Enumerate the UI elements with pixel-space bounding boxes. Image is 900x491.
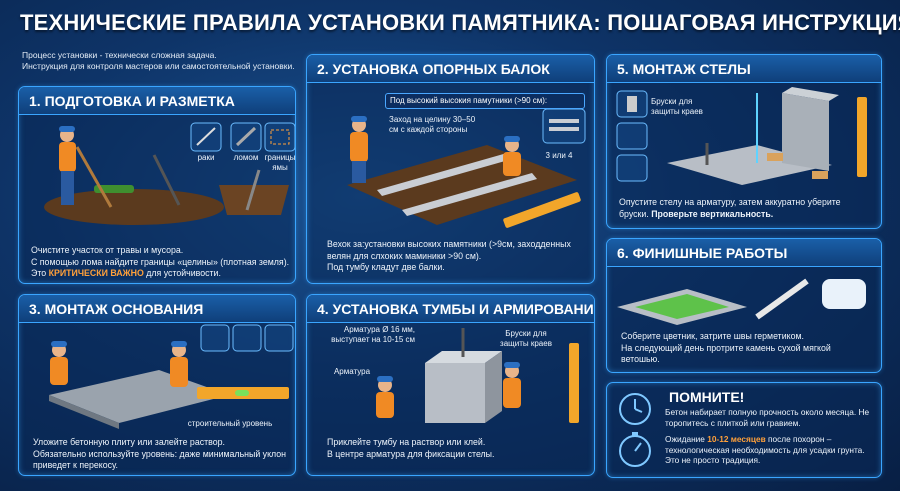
material-box-1 xyxy=(200,324,230,352)
remember-text-b2: после похорон – технологическая необходи… xyxy=(665,434,865,465)
step-6-text: Соберите цветник, затрите швы герметиком… xyxy=(621,331,871,366)
step-3-text-a: Уложите бетонную плиту или залейте раств… xyxy=(33,437,225,447)
step-5-panel: 5. МОНТАЖ СТЕЛЫ Бруски для защиты краев … xyxy=(606,54,882,229)
step-4-illustration xyxy=(376,328,579,423)
step-4-title: 4. УСТАНОВКА ТУМБЫ И АРМИРОВАНИЕ xyxy=(307,295,594,323)
worker-f-body xyxy=(503,378,521,408)
step-6-panel: 6. ФИНИШНЫЕ РАБОТЫ Соберите цветник, зат… xyxy=(606,238,882,373)
step-1-illustration xyxy=(44,122,295,225)
step-4-text: Приклейте тумбу на раствор или клей. В ц… xyxy=(327,437,589,460)
step-1-panel: 1. ПОДГОТОВКА И РАЗМЕТКА раки ломом гран… xyxy=(18,86,296,284)
step-2-title: 2. УСТАНОВКА ОПОРНЫХ БАЛОК xyxy=(307,55,594,83)
remember-text: Бетон набирает полную прочность около ме… xyxy=(665,407,877,466)
step-1-text-a: Очистите участок от травы и мусора. xyxy=(31,245,184,255)
remember-text-b1: Ожидание xyxy=(665,434,708,444)
step-3-panel: 3. МОНТАЖ ОСНОВАНИЯ строительный уровень… xyxy=(18,294,296,476)
beam-1 xyxy=(377,153,512,196)
grass-tuft xyxy=(94,185,134,193)
rake-handle xyxy=(75,146,113,208)
step-1-text-c: для устойчивости. xyxy=(143,268,221,278)
step-4-text-b: В центре арматура для фиксации стелы. xyxy=(327,448,495,459)
step-5-label-blocks: Бруски для защиты краев xyxy=(651,97,703,116)
step-1-title: 1. ПОДГОТОВКА И РАЗМЕТКА xyxy=(19,87,295,115)
worker-e-body xyxy=(376,392,394,418)
worker-a-body xyxy=(350,132,368,162)
step-2-text: Вехок за:установки высоких памятники (>9… xyxy=(327,239,589,274)
step-1-highlight: КРИТИЧЕСКИ ВАЖНО xyxy=(48,268,144,278)
spirit-level xyxy=(503,192,581,228)
remember-title: ПОМНИТЕ! xyxy=(669,389,745,405)
tool-label-crowbar: ломом xyxy=(233,153,259,162)
remember-highlight: 10-12 месяцев xyxy=(707,434,766,444)
stela-slab xyxy=(782,93,829,171)
protection-block-1 xyxy=(767,153,783,161)
worker-b-body xyxy=(503,152,521,176)
protection-block-2 xyxy=(812,171,828,179)
step-5-illustration xyxy=(616,87,867,185)
stela-icon-box-3 xyxy=(616,154,648,182)
pit-cutaway xyxy=(219,185,289,215)
worker-body xyxy=(59,142,76,172)
step-4-label-rebar: Арматура xyxy=(333,367,371,376)
step-3-illustration xyxy=(49,324,294,429)
intro-text: Процесс установки - технически сложная з… xyxy=(22,50,312,72)
step-4-text-a: Приклейте тумбу на раствор или клей. xyxy=(327,437,486,447)
remember-icons xyxy=(619,393,651,467)
remember-text-a: Бетон набирает полную прочность около ме… xyxy=(665,407,870,428)
step-4-callout-blocks: Бруски для защиты краев xyxy=(500,329,552,348)
step-1-text-b-line: С помощью лома найдите границы «целины» … xyxy=(31,257,291,280)
step-5-title: 5. МОНТАЖ СТЕЛЫ xyxy=(607,55,881,83)
step-6-title: 6. ФИНИШНЫЕ РАБОТЫ xyxy=(607,239,881,267)
worker-c-body xyxy=(50,357,68,385)
step-6-text-b: На следующий день протрите камень сухой … xyxy=(621,342,831,365)
worker-legs xyxy=(61,171,74,205)
step-2-callout-top: Под высокий высокия памутники (>90 см): xyxy=(385,93,585,109)
step-3-text-b: Обязательно используйте уровень: даже ми… xyxy=(33,448,287,471)
intro-line-1: Процесс установки - технически сложная з… xyxy=(22,50,217,60)
intro-line-2: Инструкция для контроля мастеров или сам… xyxy=(22,61,295,71)
remember-panel: ПОМНИТЕ! Бетон набирает полную прочность… xyxy=(606,382,882,478)
step-5-text-bold: Проверьте вертикальность. xyxy=(651,208,774,219)
step-3-level-label: строительный уровень xyxy=(187,419,273,428)
step-2-text-a: Вехок за:установки высоких памятники (>9… xyxy=(327,239,571,261)
shovel xyxy=(245,169,261,211)
step-1-text-b: С помощью лома найдите границы «целины» … xyxy=(31,256,290,279)
beam-2 xyxy=(402,173,537,216)
worker-cap xyxy=(59,126,75,132)
cleaning-cloth xyxy=(822,279,866,309)
step-6-illustration xyxy=(617,278,866,325)
page-title: ТЕХНИЧЕСКИЕ ПРАВИЛА УСТАНОВКИ ПАМЯТНИКА:… xyxy=(20,10,900,35)
step-2-text-b: Под тумбу кладут две балки. xyxy=(327,262,445,272)
step-6-text-a: Соберите цветник, затрите швы герметиком… xyxy=(621,331,804,341)
step-5-text-a: Опустите стелу на арматуру, затем аккура… xyxy=(619,197,841,219)
pedestal-block xyxy=(425,363,485,423)
clock-icon xyxy=(619,393,651,425)
tool-label-rake: раки xyxy=(197,153,215,162)
stela-icon-box-2 xyxy=(616,122,648,150)
step-4-callout-rebar: Арматура Ø 16 мм, выступает на 10-15 см xyxy=(331,325,415,344)
vertical-level xyxy=(569,343,579,423)
worker-d-body xyxy=(170,357,188,387)
step-3-title: 3. МОНТАЖ ОСНОВАНИЯ xyxy=(19,295,295,323)
step-5-text: Опустите стелу на арматуру, затем аккура… xyxy=(619,197,871,220)
step-2-callout-mid: Заход на целину 30–50 см с каждой сторон… xyxy=(389,115,476,134)
step-1-text: Очистите участок от травы и мусора. С по… xyxy=(31,245,291,280)
step-3-text: Уложите бетонную плиту или залейте раств… xyxy=(33,437,291,472)
step-2-count-label: 3 или 4 xyxy=(545,151,573,160)
crowbar xyxy=(152,154,181,206)
sealant-gun xyxy=(755,278,809,320)
material-box-2 xyxy=(232,324,262,352)
soil-ground xyxy=(44,189,224,225)
step-4-panel: 4. УСТАНОВКА ТУМБЫ И АРМИРОВАНИЕ Арматур… xyxy=(306,294,595,476)
tool-label-pit: границы ямы xyxy=(264,153,296,172)
beam-icon-box xyxy=(542,108,586,144)
step-2-illustration xyxy=(347,108,586,228)
stela-level xyxy=(857,97,867,177)
step-2-panel: 2. УСТАНОВКА ОПОРНЫХ БАЛОК Под высокий в… xyxy=(306,54,595,284)
remember-text-b-line: Ожидание 10-12 месяцев после похорон – т… xyxy=(665,434,877,466)
material-box-3 xyxy=(264,324,294,352)
tool-box-pit xyxy=(264,122,295,152)
